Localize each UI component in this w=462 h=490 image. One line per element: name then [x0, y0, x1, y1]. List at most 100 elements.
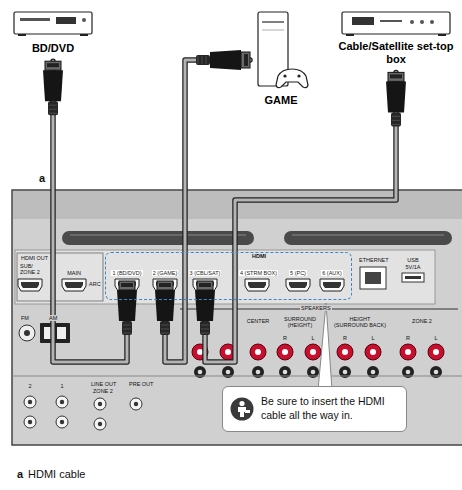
fm-terminal-pin — [24, 330, 30, 336]
hdmi-input-port: 3 (CBL/SAT) — [187, 261, 223, 292]
plug-boot — [391, 112, 401, 126]
plug-head — [119, 281, 135, 290]
speaker-terminal — [337, 344, 353, 378]
side-label: L — [310, 335, 315, 341]
plug-contact — [121, 283, 133, 287]
cable-outline — [53, 61, 127, 362]
hdmi-strip — [15, 250, 435, 304]
rca-jack — [56, 396, 68, 408]
side-label: L — [433, 335, 438, 341]
plug-rib — [123, 329, 131, 330]
hdmi-input-port: 6 (AUX) — [314, 261, 350, 292]
terminal-label: FM — [20, 315, 30, 321]
plug-body — [195, 290, 215, 321]
rca-jack — [94, 398, 106, 410]
am-clip — [57, 327, 66, 339]
hdmi-out-frame — [17, 253, 103, 301]
callout-note: Be sure to insert the HDMI cable all the… — [222, 386, 407, 432]
button — [82, 18, 86, 22]
side-label: R — [342, 335, 348, 341]
hdmi-plug — [43, 61, 63, 115]
antenna — [284, 231, 452, 245]
plug-rib — [49, 113, 57, 114]
channel-label: HEIGHT (SURROUND BACK) — [333, 316, 387, 329]
display — [56, 17, 76, 24]
plug-contact — [244, 54, 248, 66]
section-label: HDMI OUT — [20, 255, 49, 261]
plug-rib — [392, 116, 400, 117]
key-text: HDMI cable — [27, 468, 86, 481]
plug-body — [210, 50, 241, 70]
plug-body — [155, 290, 175, 321]
jack-number: 2 — [27, 383, 32, 389]
rca-jack — [24, 416, 36, 428]
rca-jack — [56, 416, 68, 428]
hdmi-plug — [196, 50, 250, 70]
port-label: USB — [406, 257, 419, 263]
rca-jack — [94, 418, 106, 430]
note-text: Be sure to insert the HDMI cable all the… — [261, 395, 398, 422]
icon-disc — [231, 398, 254, 421]
speaker-terminal — [400, 344, 416, 378]
hdmi-socket — [115, 279, 139, 291]
hdmi-cable — [205, 72, 396, 362]
foot — [80, 34, 88, 36]
rca-jack — [130, 398, 142, 410]
notice-icon — [230, 397, 254, 421]
button — [420, 20, 424, 24]
hdmi-plug — [386, 72, 406, 126]
hdmi-socket — [62, 279, 86, 291]
device-set-top-box: Cable/Satellite set-top box — [338, 8, 454, 72]
plug-rib — [123, 325, 131, 326]
speaker-terminal — [428, 344, 444, 378]
device-label: GAME — [250, 94, 312, 107]
icon-plug — [245, 410, 250, 413]
foot — [346, 34, 354, 36]
plug-body — [117, 290, 137, 321]
port-label: 2 (GAME) — [152, 270, 178, 276]
controller-button — [297, 74, 300, 77]
controller-button — [283, 74, 286, 77]
plug-rib — [201, 333, 209, 334]
hdmi-input-port: 2 (GAME) — [147, 261, 183, 292]
panel-divider — [12, 376, 462, 377]
ethernet-socket — [365, 272, 381, 284]
port-label: SUB/ ZONE 2 — [19, 263, 45, 276]
disc-slot — [262, 21, 284, 23]
plug-contact — [47, 63, 59, 67]
plug-boot — [160, 321, 170, 335]
antenna-highlight — [70, 234, 246, 235]
port-label: 4 (STRM BOX) — [239, 270, 278, 276]
hdmi-socket — [245, 279, 269, 291]
plug-head — [197, 281, 213, 290]
antenna-highlight — [292, 234, 444, 235]
side-label: L — [370, 335, 375, 341]
plug-rib — [198, 56, 199, 64]
hdmi-plug — [155, 281, 175, 335]
plug-rib — [392, 124, 400, 125]
cable-core — [205, 72, 396, 362]
hdmi-plug — [117, 281, 137, 335]
hdmi-plug — [195, 281, 215, 335]
plug-boot — [196, 55, 210, 65]
port-label: ETHERNET — [358, 257, 390, 263]
icon-body — [238, 407, 246, 417]
plug-boot — [200, 321, 210, 335]
plug-boot — [48, 101, 58, 115]
plug-contact — [390, 74, 402, 78]
jack-number: 1 — [59, 383, 64, 389]
plug-rib — [201, 329, 209, 330]
jack-label: LINE OUT — [90, 381, 117, 387]
plug-head — [45, 61, 61, 70]
plug-head — [388, 72, 404, 81]
device-label: BD/DVD — [10, 42, 96, 55]
button — [430, 20, 434, 24]
plug-rib — [206, 56, 207, 64]
port-label: 6 (AUX) — [321, 270, 343, 276]
callout-letter: a — [38, 172, 46, 185]
speaker-terminal — [305, 344, 321, 378]
terminal-label: AM — [48, 315, 58, 321]
foot — [438, 34, 446, 36]
plug-boot — [122, 321, 132, 335]
